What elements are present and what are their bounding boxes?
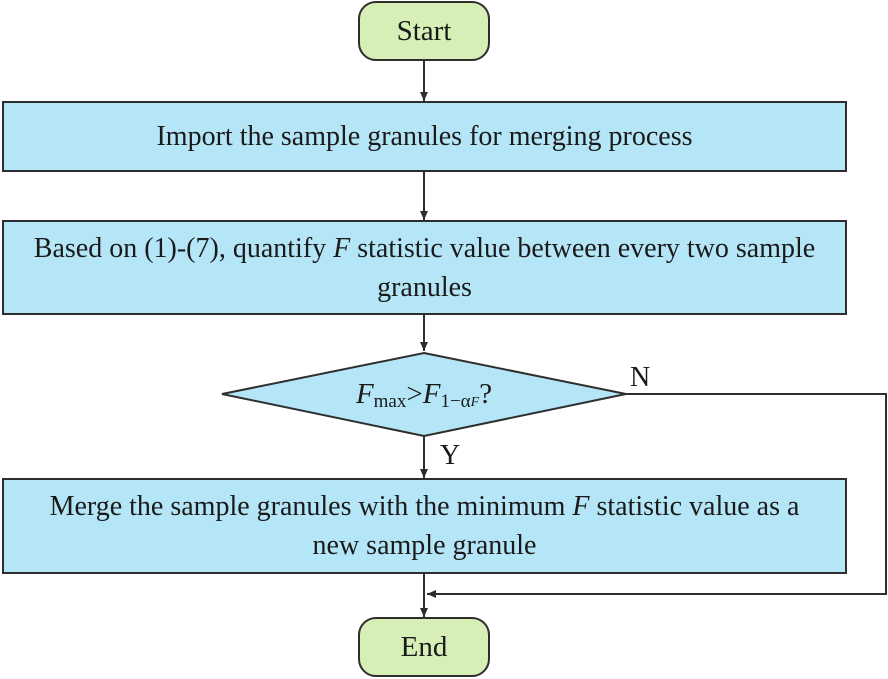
no-label: N [630,362,651,393]
yes-label: Y [440,440,461,471]
merge-step-box: Merge the sample granules with the minim… [2,478,847,574]
arrow-no-branch [427,393,887,598]
start-label: Start [396,14,452,47]
quantify-step-box: Based on (1)-(7), quantify F statistic v… [2,220,847,315]
import-step-box: Import the sample granules for merging p… [2,101,847,172]
merge-step-text: Merge the sample granules with the minim… [49,491,800,561]
import-step-text: Import the sample granules for merging p… [156,121,693,152]
quantify-step-text: Based on (1)-(7), quantify F statistic v… [33,232,816,303]
f-variable: F [333,232,351,264]
end-node: End [358,617,490,677]
start-node: Start [358,1,490,61]
f-variable: F [572,491,590,522]
end-label: End [400,630,448,663]
